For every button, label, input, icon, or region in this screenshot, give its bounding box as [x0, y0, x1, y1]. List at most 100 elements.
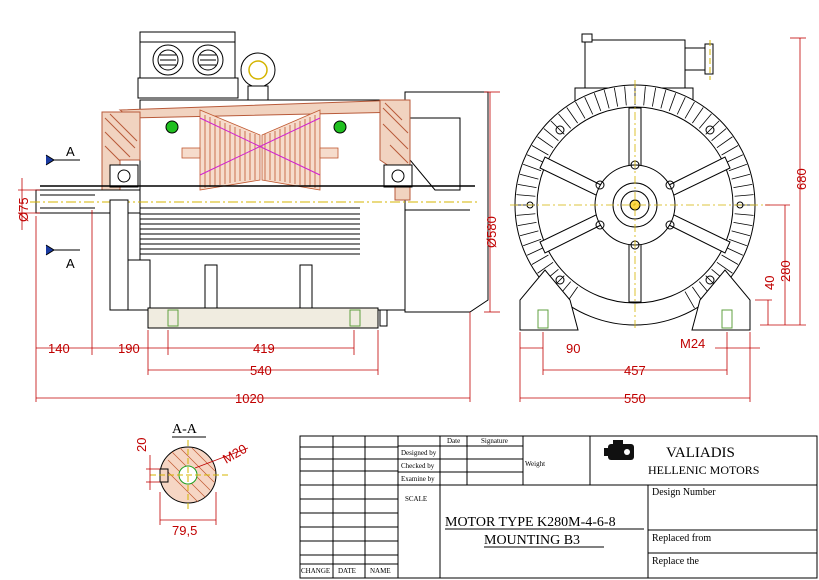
tb-design-number: Design Number: [652, 487, 716, 498]
end-shield-spokes: [539, 107, 731, 303]
section-letter-bottom: A: [66, 256, 75, 271]
fin-line: [523, 238, 542, 247]
front-centerlines: [510, 80, 770, 330]
fin-line: [731, 230, 751, 237]
dim-140: 140: [48, 341, 70, 356]
fin-line: [705, 120, 720, 135]
dim-680: 680: [794, 168, 809, 190]
dim-40: 40: [762, 276, 777, 290]
fin-line: [660, 89, 667, 109]
fin-line: [725, 154, 744, 164]
dim-20: 20: [134, 438, 149, 452]
fin-line: [643, 86, 646, 106]
dim-419: 419: [253, 341, 275, 356]
fin-line: [728, 163, 747, 172]
fin-line: [537, 136, 554, 148]
fin-line: [516, 194, 536, 197]
mounting-base: [147, 307, 379, 329]
fin-line: [603, 89, 610, 109]
cooling-fins: [140, 207, 360, 255]
fin-line: [543, 128, 559, 142]
fin-line: [711, 128, 727, 142]
front-foot-right: [691, 269, 751, 331]
tb-scale: SCALE: [405, 495, 427, 503]
fin-line: [733, 183, 753, 189]
tb-replaced-from: Replaced from: [652, 533, 711, 544]
fin-line: [684, 101, 695, 119]
fin-line: [558, 113, 572, 129]
fin-line: [728, 238, 747, 247]
tb-date: DATE: [338, 567, 356, 575]
tb-weight: Weight: [525, 460, 545, 468]
title-block: [299, 435, 818, 579]
tb-col-signature: Signature: [481, 437, 508, 445]
fin-line: [624, 86, 627, 106]
front-foot-left: [519, 269, 579, 331]
fin-line: [584, 96, 594, 115]
fin-line: [575, 101, 586, 119]
fin-line: [517, 183, 537, 189]
fin-line: [537, 262, 554, 274]
fin-line: [721, 254, 739, 265]
dim-1020: 1020: [235, 391, 264, 406]
fin-line: [526, 246, 545, 256]
stator-winding: [181, 109, 339, 191]
dim-90: 90: [566, 341, 580, 356]
fin-line: [566, 107, 578, 124]
fin-line: [668, 93, 677, 112]
tb-name: NAME: [370, 567, 391, 575]
fin-line: [516, 213, 536, 216]
fin-line: [716, 262, 733, 274]
section-marker-bottom: [45, 244, 80, 256]
cable-gland-right: [192, 44, 224, 76]
company-subtitle: HELLENIC MOTORS: [648, 463, 759, 477]
fin-line: [651, 87, 657, 107]
fin-line: [692, 107, 704, 124]
fin-line: [531, 145, 549, 156]
dim-550: 550: [624, 391, 646, 406]
tb-checked-by: Checked by: [401, 462, 435, 470]
section-view: [150, 440, 230, 510]
side-view: [30, 31, 489, 329]
fin-line: [531, 254, 549, 265]
side-view-dimensions: [18, 91, 500, 402]
fin-line: [519, 230, 539, 237]
tb-change: CHANGE: [301, 567, 330, 575]
fin-line: [526, 154, 545, 164]
tb-examine-by: Examine by: [401, 475, 435, 483]
tb-designed-by: Designed by: [401, 449, 437, 457]
fin-line: [523, 163, 542, 172]
fin-line: [519, 173, 539, 180]
fin-line: [734, 194, 754, 197]
fin-line: [676, 96, 686, 115]
fin-line: [725, 246, 744, 256]
section-letter-top: A: [66, 144, 75, 159]
cable-gland-left: [152, 44, 184, 76]
fin-line: [698, 113, 712, 129]
fin-line: [731, 173, 751, 180]
motor-type: MOTOR TYPE K280M-4-6-8: [445, 515, 616, 530]
company-logo: [604, 440, 634, 460]
mounting-type: MOUNTING B3: [484, 533, 580, 548]
housing-section: [101, 99, 411, 201]
front-bearing: [109, 164, 139, 188]
tb-replace-the: Replace the: [652, 556, 699, 567]
section-marker-top: [45, 154, 80, 166]
coil-cross-marks: [199, 117, 321, 176]
dim-540: 540: [250, 363, 272, 378]
fin-line: [613, 87, 619, 107]
fin-line: [517, 221, 537, 227]
front-view: [510, 33, 770, 331]
section-dimensions: [146, 447, 249, 525]
dim-457: 457: [624, 363, 646, 378]
winding-end-markers: [165, 120, 347, 134]
fin-line: [593, 93, 602, 112]
fin-line: [733, 221, 753, 227]
front-view-dimensions: [519, 37, 806, 402]
dim-m20: M20: [220, 441, 249, 467]
dim-79-5: 79,5: [172, 523, 197, 538]
fin-line: [550, 120, 565, 135]
fin-line: [721, 145, 739, 156]
company-name: VALIADIS: [666, 445, 735, 461]
